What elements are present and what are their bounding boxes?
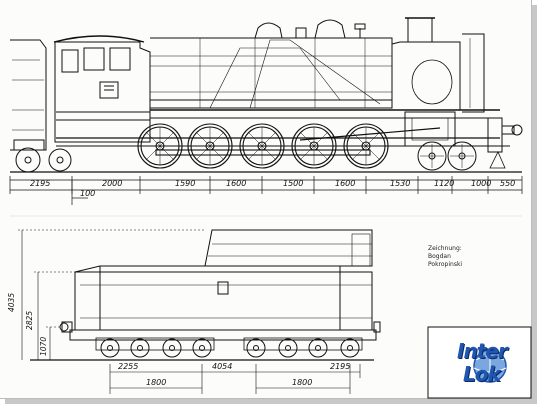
top-dim-label: 1120 <box>434 179 454 188</box>
drawing-credit: Zeichnung: Bogdan Pokropinski <box>428 245 462 269</box>
logo-text-bottom: Lok <box>463 362 501 386</box>
offset-label: 100 <box>80 189 95 198</box>
bogie-dim-label: 1800 <box>146 378 166 387</box>
bottom-dim-label: 2255 <box>118 362 138 371</box>
height-dim-label: 1070 <box>39 337 48 356</box>
credit-line: Zeichnung: <box>428 245 462 252</box>
tender-side-view <box>30 229 381 361</box>
vertical-dimension-lines <box>18 229 205 360</box>
top-dim-label: 1600 <box>335 179 355 188</box>
top-dim-label: 550 <box>500 179 515 188</box>
bottom-dim-label: 2195 <box>330 362 350 371</box>
logo-wordmark: Inter Lok <box>449 335 521 395</box>
top-dimension-labels: 2195 2000 1590 1600 1500 1600 1530 1120 … <box>30 179 515 198</box>
bottom-dimension-labels: 2255 4054 2195 1800 1800 4035 2825 1070 <box>7 293 350 387</box>
top-dim-label: 1530 <box>390 179 410 188</box>
top-dim-label: 2195 <box>30 179 50 188</box>
credit-line: Pokropinski <box>428 261 463 268</box>
interlok-logo: Inter Lok <box>445 335 525 395</box>
bogie-dim-label: 1800 <box>292 378 312 387</box>
height-dim-label: 2825 <box>25 311 34 330</box>
bottom-dim-label: 4054 <box>212 362 232 371</box>
locomotive-side-view <box>10 17 523 181</box>
top-dim-label: 1590 <box>175 179 195 188</box>
top-dim-label: 2000 <box>102 179 122 188</box>
bottom-dimension-lines <box>109 364 361 394</box>
logo-graphic <box>427 326 532 399</box>
top-dim-label: 1500 <box>283 179 303 188</box>
credit-line: Bogdan <box>428 253 451 260</box>
top-dim-label: 1000 <box>471 179 491 188</box>
height-dim-label: 4035 <box>7 293 16 312</box>
logo-text-top: Inter <box>457 339 508 363</box>
top-dimension-line <box>9 176 523 205</box>
top-dim-label: 1600 <box>226 179 246 188</box>
